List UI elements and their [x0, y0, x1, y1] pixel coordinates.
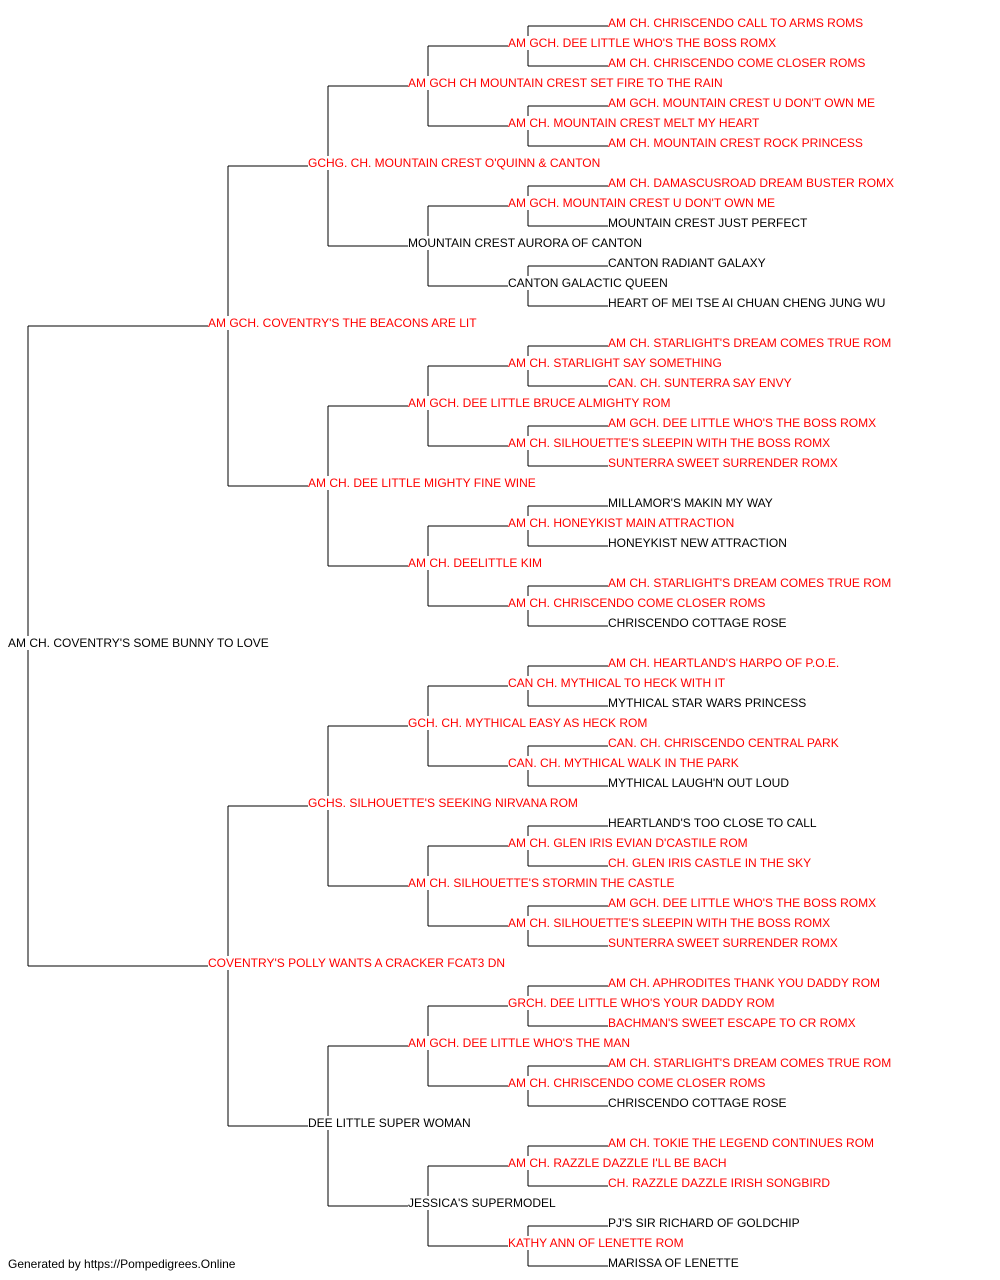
sire-name: AM GCH. COVENTRY'S THE BEACONS ARE LIT — [208, 316, 479, 330]
sire-name: GRCH. DEE LITTLE WHO'S YOUR DADDY ROM — [508, 996, 777, 1010]
dam-name: JESSICA'S SUPERMODEL — [408, 1196, 558, 1210]
sire-name: MILLAMOR'S MAKIN MY WAY — [608, 496, 775, 510]
sire-name: AM CH. STARLIGHT'S DREAM COMES TRUE ROM — [608, 1056, 894, 1070]
dam-name: KATHY ANN OF LENETTE ROM — [508, 1236, 686, 1250]
sire-name: AM GCH. MOUNTAIN CREST U DON'T OWN ME — [608, 96, 877, 110]
sire-name: CAN CH. MYTHICAL TO HECK WITH IT — [508, 676, 728, 690]
dam-name: BACHMAN'S SWEET ESCAPE TO CR ROMX — [608, 1016, 858, 1030]
sire-name: AM CH. GLEN IRIS EVIAN D'CASTILE ROM — [508, 836, 750, 850]
sire-name: AM GCH. DEE LITTLE WHO'S THE BOSS ROMX — [508, 36, 779, 50]
sire-name: AM GCH. DEE LITTLE WHO'S THE BOSS ROMX — [608, 416, 879, 430]
sire-name: AM CH. DAMASCUSROAD DREAM BUSTER ROMX — [608, 176, 897, 190]
dam-name: CAN. CH. SUNTERRA SAY ENVY — [608, 376, 794, 390]
dam-name: CANTON GALACTIC QUEEN — [508, 276, 670, 290]
dam-name: COVENTRY'S POLLY WANTS A CRACKER FCAT3 D… — [208, 956, 508, 970]
dam-name: MOUNTAIN CREST JUST PERFECT — [608, 216, 810, 230]
dam-name: AM CH. CHRISCENDO COME CLOSER ROMS — [608, 56, 868, 70]
sire-name: AM GCH. DEE LITTLE BRUCE ALMIGHTY ROM — [408, 396, 673, 410]
sire-name: AM CH. HEARTLAND'S HARPO OF P.O.E. — [608, 656, 842, 670]
sire-name: CAN. CH. CHRISCENDO CENTRAL PARK — [608, 736, 841, 750]
dam-name: HEART OF MEI TSE AI CHUAN CHENG JUNG WU — [608, 296, 888, 310]
dam-name: SUNTERRA SWEET SURRENDER ROMX — [608, 936, 840, 950]
sire-name: CANTON RADIANT GALAXY — [608, 256, 768, 270]
footer-credit: Generated by https://Pompedigrees.Online — [8, 1257, 236, 1271]
dam-name: AM CH. CHRISCENDO COME CLOSER ROMS — [508, 1076, 768, 1090]
sire-name: AM CH. APHRODITES THANK YOU DADDY ROM — [608, 976, 883, 990]
subject-dog-name: AM CH. COVENTRY'S SOME BUNNY TO LOVE — [8, 636, 271, 650]
dam-name: CH. RAZZLE DAZZLE IRISH SONGBIRD — [608, 1176, 833, 1190]
dam-name: AM CH. CHRISCENDO COME CLOSER ROMS — [508, 596, 768, 610]
sire-name: GCHS. SILHOUETTE'S SEEKING NIRVANA ROM — [308, 796, 580, 810]
dam-name: CHRISCENDO COTTAGE ROSE — [608, 1096, 789, 1110]
dam-name: MARISSA OF LENETTE — [608, 1256, 741, 1270]
sire-name: GCHG. CH. MOUNTAIN CREST O'QUINN & CANTO… — [308, 156, 603, 170]
dam-name: CHRISCENDO COTTAGE ROSE — [608, 616, 789, 630]
sire-name: GCH. CH. MYTHICAL EASY AS HECK ROM — [408, 716, 650, 730]
sire-name: AM GCH. DEE LITTLE WHO'S THE BOSS ROMX — [608, 896, 879, 910]
sire-name: AM CH. CHRISCENDO CALL TO ARMS ROMS — [608, 16, 866, 30]
dam-name: MOUNTAIN CREST AURORA OF CANTON — [408, 236, 645, 250]
sire-name: AM CH. TOKIE THE LEGEND CONTINUES ROM — [608, 1136, 877, 1150]
dam-name: MYTHICAL LAUGH'N OUT LOUD — [608, 776, 791, 790]
sire-name: AM CH. STARLIGHT SAY SOMETHING — [508, 356, 724, 370]
sire-name: PJ'S SIR RICHARD OF GOLDCHIP — [608, 1216, 802, 1230]
dam-name: AM CH. DEELITTLE KIM — [408, 556, 545, 570]
sire-name: AM CH. HONEYKIST MAIN ATTRACTION — [508, 516, 737, 530]
dam-name: HONEYKIST NEW ATTRACTION — [608, 536, 789, 550]
dam-name: CAN. CH. MYTHICAL WALK IN THE PARK — [508, 756, 741, 770]
dam-name: DEE LITTLE SUPER WOMAN — [308, 1116, 473, 1130]
dam-name: MYTHICAL STAR WARS PRINCESS — [608, 696, 809, 710]
dam-name: CH. GLEN IRIS CASTLE IN THE SKY — [608, 856, 814, 870]
dam-name: AM CH. MOUNTAIN CREST MELT MY HEART — [508, 116, 762, 130]
dam-name: SUNTERRA SWEET SURRENDER ROMX — [608, 456, 840, 470]
dam-name: AM CH. MOUNTAIN CREST ROCK PRINCESS — [608, 136, 865, 150]
sire-name: AM CH. RAZZLE DAZZLE I'LL BE BACH — [508, 1156, 729, 1170]
dam-name: AM CH. SILHOUETTE'S SLEEPIN WITH THE BOS… — [508, 916, 833, 930]
dam-name: AM CH. DEE LITTLE MIGHTY FINE WINE — [308, 476, 538, 490]
sire-name: AM GCH. MOUNTAIN CREST U DON'T OWN ME — [508, 196, 777, 210]
dam-name: AM CH. SILHOUETTE'S STORMIN THE CASTLE — [408, 876, 677, 890]
sire-name: HEARTLAND'S TOO CLOSE TO CALL — [608, 816, 819, 830]
sire-name: AM CH. STARLIGHT'S DREAM COMES TRUE ROM — [608, 336, 894, 350]
dam-name: AM CH. SILHOUETTE'S SLEEPIN WITH THE BOS… — [508, 436, 833, 450]
sire-name: AM CH. STARLIGHT'S DREAM COMES TRUE ROM — [608, 576, 894, 590]
sire-name: AM GCH. DEE LITTLE WHO'S THE MAN — [408, 1036, 633, 1050]
sire-name: AM GCH CH MOUNTAIN CREST SET FIRE TO THE… — [408, 76, 725, 90]
